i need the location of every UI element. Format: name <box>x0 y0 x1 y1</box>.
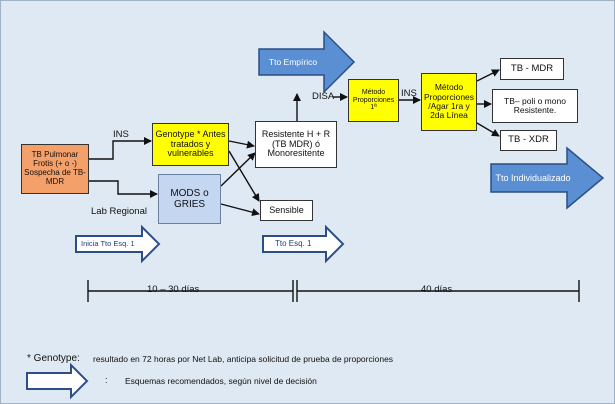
timeline <box>87 280 580 302</box>
ins-label-1: INS <box>113 129 129 140</box>
metodo-proporciones-agar-text: Método Proporciones /Agar 1ra y 2da Líne… <box>423 82 475 121</box>
connector-agar-to-mdr <box>476 69 500 82</box>
inicia-tto-arrow-shape <box>75 224 161 264</box>
sensible-box: Sensible <box>260 200 313 221</box>
tto-individualizado-label: Tto Individualizado <box>495 173 571 183</box>
connector-tb-to-mods <box>89 180 158 198</box>
tto-empirico-arrow-shape <box>258 30 356 94</box>
legend-text: Esquemas recomendados, según nivel de de… <box>125 376 317 386</box>
legend-colon: : <box>105 375 108 385</box>
period-1-label: 10 – 30 días <box>147 284 200 295</box>
tto-individualizado-arrow-shape <box>490 146 605 210</box>
period-2-label: 40 días <box>421 284 453 295</box>
tb-poli-box: TB– poli o mono Resistente. <box>492 89 578 123</box>
legend-arrow-shape <box>26 362 89 400</box>
tb-xdr-text: TB - XDR <box>508 134 549 146</box>
tb-poli-text: TB– poli o mono Resistente. <box>504 95 566 115</box>
connector-tb-to-genotype <box>89 137 152 160</box>
resistente-text: Resistente H + R (TB MDR) ó Monoresitent… <box>261 128 331 159</box>
genotype-footnote-label: * Genotype: <box>27 353 80 364</box>
mods-gries-text: MODS o GRIES <box>170 188 209 210</box>
resistente-box: Resistente H + R (TB MDR) ó Monoresitent… <box>255 121 337 168</box>
lab-regional-label: Lab Regional <box>91 206 147 217</box>
mods-gries-box: MODS o GRIES <box>158 174 221 224</box>
tto-esq1-label: Tto Esq. 1 <box>275 239 312 248</box>
tb-mdr-box: TB - MDR <box>500 58 564 80</box>
tb-pulmonar-text: TB Pulmonar Frotis (+ o -) Sospecha de T… <box>24 150 86 186</box>
ins-label-2: INS <box>401 88 417 99</box>
tb-xdr-box: TB - XDR <box>500 130 557 151</box>
tb-pulmonar-box: TB Pulmonar Frotis (+ o -) Sospecha de T… <box>21 144 89 194</box>
sensible-text: Sensible <box>269 204 304 215</box>
inicia-tto-label: Inicia Tto Esq. 1 <box>81 239 135 248</box>
connector-genotype-to-sensible <box>228 150 260 202</box>
connector-agar-to-xdr <box>476 122 500 137</box>
connector-mods-to-resistente <box>220 152 256 187</box>
disa-label: DISA <box>312 91 335 102</box>
metodo-proporciones-agar-box: Método Proporciones /Agar 1ra y 2da Líne… <box>421 73 477 131</box>
metodo-proporciones-1-text: Método Proporciones 1ª <box>352 88 395 112</box>
tto-empirico-label: Tto Empírico <box>268 57 318 67</box>
tb-mdr-text: TB - MDR <box>510 62 554 74</box>
tto-esq1-arrow-shape <box>262 224 345 264</box>
connector-mods-to-sensible <box>220 203 260 217</box>
genotype-footnote-text: resultado en 72 horas por Net Lab, antic… <box>93 354 394 364</box>
metodo-proporciones-1-box: Método Proporciones 1ª <box>348 79 399 122</box>
genotype-text: Genotype * Antes tratados y vulnerables <box>155 128 226 159</box>
connector-genotype-to-resistente <box>228 140 255 149</box>
genotype-box: Genotype * Antes tratados y vulnerables <box>152 123 229 166</box>
